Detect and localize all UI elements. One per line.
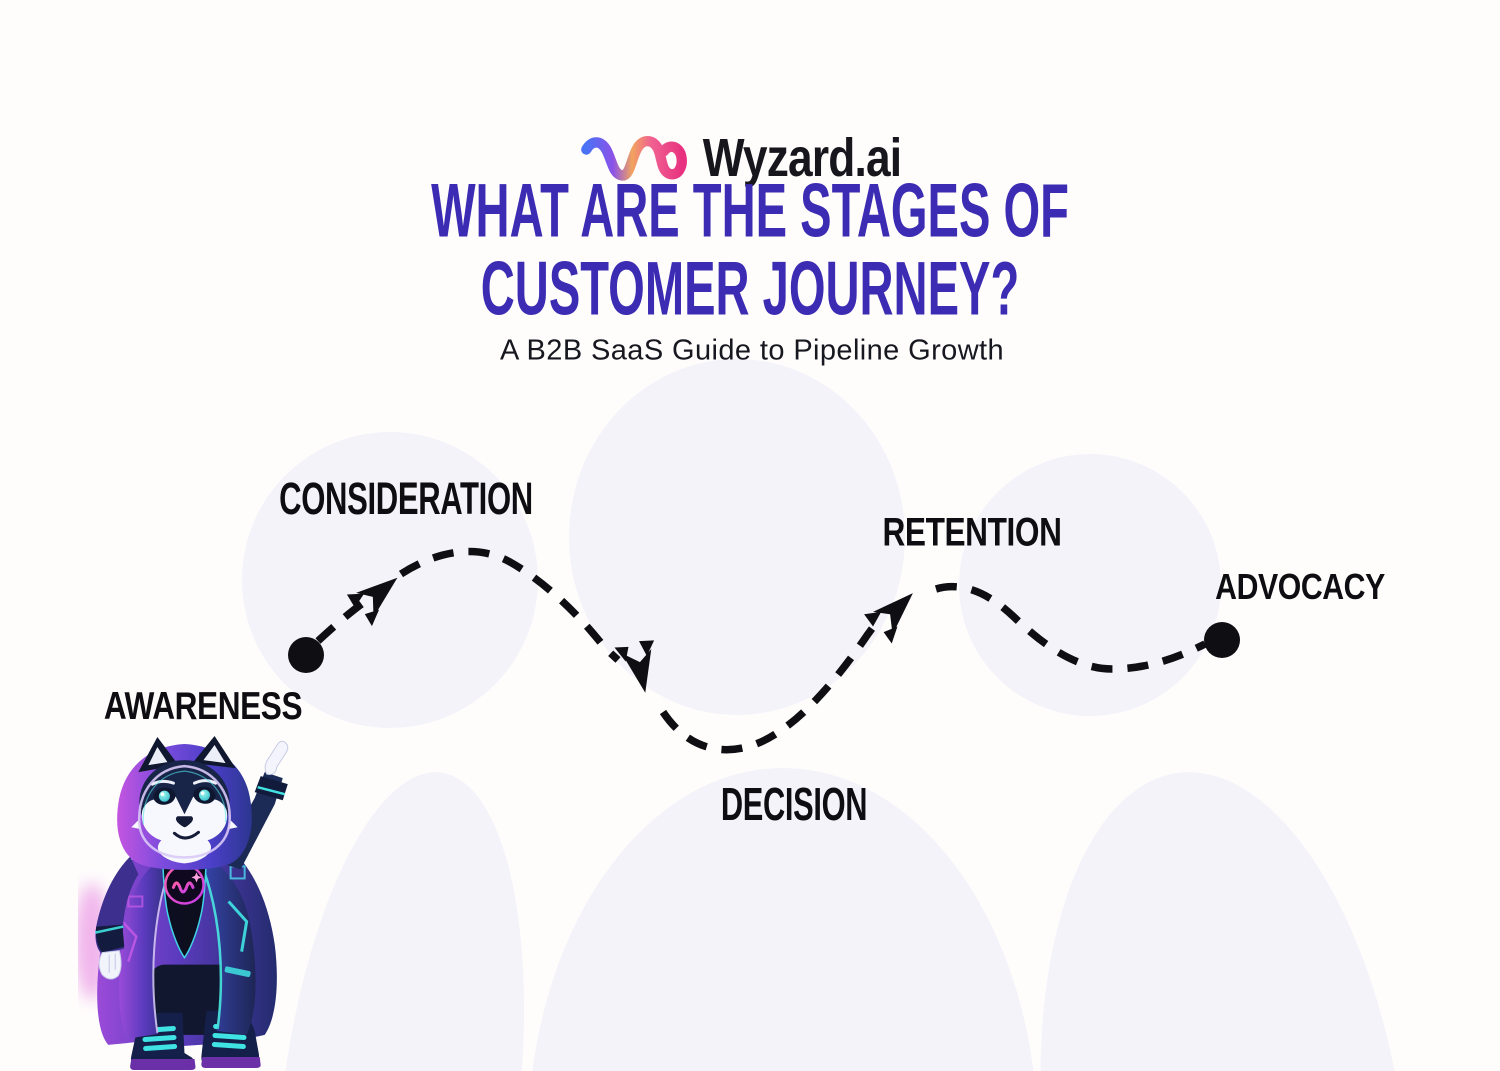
mascot-left-paw <box>98 950 122 980</box>
arrowhead-icon-2 <box>614 638 665 698</box>
stage-label-retention: RETENTION <box>882 510 1062 555</box>
mascot-face <box>131 760 238 864</box>
mascot-coat-left-panel <box>118 854 175 1039</box>
page-title-line2: CUSTOMER JOURNEY? <box>480 246 1020 332</box>
mascot-boot-right <box>201 1010 261 1068</box>
bg-circle-right <box>959 454 1221 716</box>
journey-end-dot <box>1204 622 1240 658</box>
page-title-line1: WHAT ARE THE STAGES OF <box>431 168 1069 254</box>
stage-label-awareness: AWARENESS <box>103 685 303 728</box>
bg-dome-left <box>275 772 525 1071</box>
bg-dome-right <box>1040 772 1410 1071</box>
mascot-emblem-ring <box>164 864 205 905</box>
mascot-pointing-hand <box>264 740 289 775</box>
bg-dome-center <box>532 768 1034 1071</box>
mascot-emblem-w-icon <box>171 881 195 894</box>
brand-name: Wyzard.ai <box>702 128 902 188</box>
wyzard-wave-logo-icon <box>581 136 687 181</box>
wyzard-fox-mascot-illustration <box>78 736 289 1070</box>
journey-path-segment-2 <box>398 547 621 663</box>
journey-path-segment-4 <box>934 582 1207 673</box>
bg-ellipse-center <box>569 359 905 715</box>
stage-label-consideration: CONSIDERATION <box>279 473 533 524</box>
mascot-emblem-sparkle-icon <box>191 872 202 883</box>
stage-label-decision: DECISION <box>720 778 868 830</box>
page-subtitle: A B2B SaaS Guide to Pipeline Growth <box>499 334 1005 367</box>
mascot-coat-right-panel <box>194 854 256 1035</box>
journey-path-segment-3 <box>659 623 877 754</box>
mascot-arm-cuff <box>254 776 288 801</box>
logo-row: Wyzard.ai <box>0 60 1500 188</box>
journey-path-segment-1 <box>315 599 366 644</box>
stage-label-advocacy: ADVOCACY <box>1215 566 1385 607</box>
mascot-hood-rim <box>138 764 231 859</box>
journey-start-dot <box>288 637 324 673</box>
